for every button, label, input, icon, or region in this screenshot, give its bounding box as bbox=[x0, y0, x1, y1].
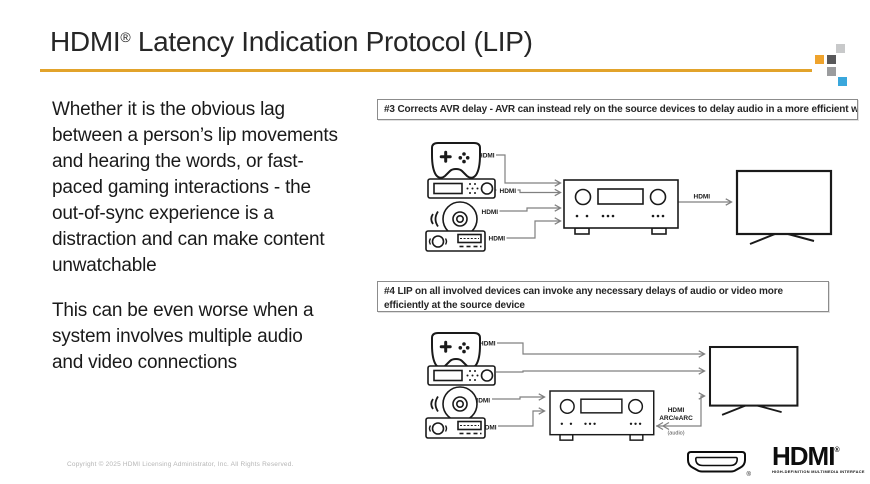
title-rest: Latency Indication Protocol (LIP) bbox=[130, 26, 533, 57]
hdmi-label: HDMI bbox=[500, 188, 517, 195]
avr-receiver-icon bbox=[549, 390, 655, 441]
wire-disc-to-avr bbox=[497, 204, 562, 212]
decor-square-blue bbox=[838, 77, 847, 86]
hdmi-label: HDMI bbox=[489, 236, 506, 243]
title-divider-rule bbox=[40, 69, 812, 72]
title-brand: HDMI bbox=[50, 26, 121, 57]
hdmi-label: HDMI bbox=[694, 194, 711, 201]
wire-arc-tv-avr bbox=[656, 392, 706, 427]
hdmi-wordmark-logo: HDMI® HIGH-DEFINITION MULTIMEDIA INTERFA… bbox=[772, 443, 867, 474]
hdmi-wordmark-text: HDMI bbox=[772, 441, 835, 471]
media-player-icon bbox=[425, 417, 486, 439]
registered-mark: ® bbox=[747, 471, 752, 478]
set-top-box-icon bbox=[427, 365, 496, 386]
wire-controller-to-tv bbox=[497, 342, 706, 358]
hdmi-label: HDMI bbox=[474, 398, 491, 405]
wire-media-to-avr bbox=[505, 217, 562, 239]
game-controller-icon bbox=[431, 142, 481, 179]
hdmi-label: HDMI bbox=[480, 425, 497, 432]
hdmi-label: HDMI bbox=[478, 153, 495, 160]
diagram1-caption: #3 Corrects AVR delay - AVR can instead … bbox=[377, 99, 858, 120]
wire-controller-to-avr bbox=[496, 154, 562, 187]
avr-receiver-icon bbox=[563, 179, 679, 235]
body-paragraph-1: Whether it is the obvious lag between a … bbox=[52, 99, 338, 276]
diagram2-canvas: HDMI HDMI HDMI HDMI HDMI ARC/eARC (audio… bbox=[425, 332, 799, 441]
audio-label: (audio) bbox=[667, 431, 684, 437]
wire-disc-to-avr bbox=[492, 393, 546, 401]
disc-player-icon bbox=[430, 386, 478, 422]
hdmi-arc-label-line1: HDMI bbox=[668, 407, 685, 414]
hdmi-label-group: HDMI HDMI HDMI HDMI HDMI bbox=[475, 149, 713, 243]
wire-media-to-avr bbox=[498, 407, 546, 427]
media-player-icon bbox=[425, 230, 486, 252]
tv-icon bbox=[735, 169, 833, 246]
diagram2-caption: #4 LIP on all involved devices can invok… bbox=[377, 281, 829, 312]
decor-square-lightgray bbox=[836, 44, 845, 53]
registered-mark: ® bbox=[834, 447, 840, 454]
tv-icon bbox=[708, 345, 799, 416]
decor-square-orange bbox=[815, 55, 824, 64]
hdmi-label: HDMI bbox=[482, 209, 499, 216]
set-top-box-icon bbox=[427, 178, 496, 199]
body-paragraph-2: This can be even worse when a system inv… bbox=[52, 300, 314, 373]
body-text-column: Whether it is the obvious lag between a … bbox=[52, 97, 338, 376]
hdmi-arc-label-line2: ARC/eARC bbox=[659, 415, 693, 422]
arc-return-arrowhead bbox=[655, 421, 664, 431]
registered-mark: ® bbox=[120, 29, 131, 45]
wire-stb-to-tv bbox=[493, 367, 706, 375]
game-controller-icon bbox=[431, 332, 481, 369]
decor-square-midgray bbox=[827, 67, 836, 76]
page-title: HDMI® Latency Indication Protocol (LIP) bbox=[50, 26, 533, 58]
diagram1-canvas: HDMI HDMI HDMI HDMI HDMI bbox=[425, 142, 833, 252]
hdmi-label: HDMI bbox=[479, 341, 496, 348]
hdmi-connector-logo-icon: ® bbox=[687, 451, 752, 478]
arc-return-arrowhead bbox=[661, 421, 670, 431]
decor-square-darkgray bbox=[827, 55, 836, 64]
hdmi-tagline: HIGH-DEFINITION MULTIMEDIA INTERFACE bbox=[772, 469, 865, 474]
copyright-text: Copyright © 2025 HDMI Licensing Administ… bbox=[67, 461, 294, 468]
